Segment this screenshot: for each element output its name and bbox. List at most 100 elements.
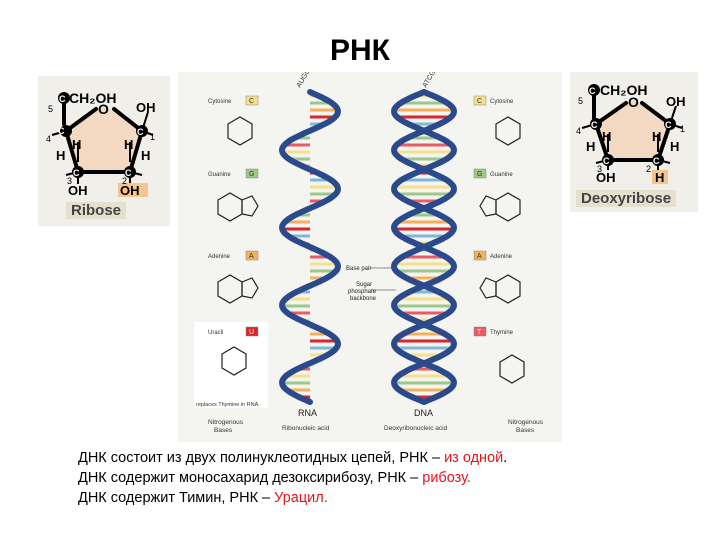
left-base-adenine: Adenine A	[208, 250, 259, 304]
right-base-thymine-swatch	[473, 326, 487, 337]
ribose-structure: CH₂OH O OH C C C C C H H H H OH OH 5 4 3…	[46, 90, 156, 198]
dna-label: DNA	[414, 408, 433, 418]
ribose-h-c4: H	[72, 137, 81, 152]
backbone-strand	[279, 89, 341, 405]
right-base-adenine-swatch	[473, 250, 487, 261]
base-pair-label: Base pair	[346, 266, 371, 272]
guanine-ring-icon	[241, 195, 259, 217]
rna-helix	[279, 89, 341, 405]
left-base-uracil: Uracil U replaces Thymine in RNA	[194, 322, 268, 408]
line-3-red: Урацил.	[274, 490, 328, 506]
deoxyribose-ring	[596, 100, 670, 160]
rna-label: RNA	[298, 408, 317, 418]
adenine-ring-icon	[241, 277, 259, 299]
ribose-num-2: 2	[122, 176, 127, 186]
left-base-uracil-letter: U	[249, 329, 254, 336]
ribose-label: Ribose	[66, 202, 127, 219]
deoxyribose-num-5: 5	[578, 96, 583, 106]
deoxyribose-c4: C	[591, 120, 598, 130]
deoxyribose-c3: C	[603, 156, 610, 166]
right-guanine-ring-icon	[479, 195, 497, 217]
right-adenine-ring-icon	[479, 277, 497, 299]
right-base-thymine-name: Thymine	[490, 330, 514, 336]
ribose-num-3: 3	[67, 176, 72, 186]
deoxyribose-c2: C	[653, 156, 660, 166]
deoxyribose-num-3: 3	[597, 164, 602, 174]
deoxyribose-2-h-highlight	[652, 170, 668, 184]
comparison-line-1: ДНК состоит из двух полинуклеотидных цеп…	[78, 448, 698, 468]
right-footer-line-1: Nitrogenous	[508, 419, 544, 426]
ribose-c5: C	[59, 94, 66, 104]
right-base-adenine-letter: A	[477, 253, 482, 260]
ribose-c4: C	[58, 126, 65, 136]
right-base-adenine-name: Adenine	[490, 254, 513, 260]
uracil-highlight-box	[194, 322, 268, 408]
deoxyribose-h-c2: H	[670, 139, 679, 154]
deoxyribose-structure: CH₂OH O OH C C C C C H H H H OH H 5 4 3 …	[576, 82, 686, 185]
left-base-cytosine: Cytosine C	[208, 95, 259, 146]
left-base-guanine-name: Guanine	[208, 172, 231, 178]
right-base-thymine: T Thymine	[473, 326, 525, 384]
rna-sublabel: Ribonucleic acid	[282, 425, 330, 432]
comparison-text: ДНК состоит из двух полинуклеотидных цеп…	[78, 448, 698, 508]
backbone-label-3: backbone	[350, 296, 377, 302]
comparison-line-2: ДНК содержит моносахарид дезоксирибозу, …	[78, 468, 698, 488]
right-cytosine-molecule-icon	[495, 116, 521, 146]
right-base-guanine-letter: G	[477, 171, 482, 178]
right-base-cytosine-swatch	[473, 95, 487, 106]
left-base-adenine-name: Adenine	[208, 254, 231, 260]
deoxyribose-ring-oxygen: O	[628, 94, 639, 110]
right-base-cytosine: C Cytosine	[473, 95, 521, 146]
deoxyribose-h-c1: H	[652, 129, 661, 144]
left-base-adenine-swatch	[245, 250, 259, 261]
backbone-label-2: phosphate	[348, 289, 377, 295]
ribose-c2: C	[125, 168, 132, 178]
deoxyribose-oh-3: OH	[596, 170, 616, 185]
right-bases-column: C Cytosine G Guanine A Adenine T Thymine…	[473, 95, 544, 434]
right-base-guanine: G Guanine	[473, 168, 521, 222]
ribose-ring-oxygen: O	[98, 101, 109, 117]
ribose-num-4: 4	[46, 134, 51, 144]
ribose-oh-1: OH	[136, 100, 156, 115]
right-base-cytosine-name: Cytosine	[490, 99, 514, 105]
page-title: РНК	[330, 34, 390, 67]
left-base-uracil-name: Uracil	[208, 330, 223, 336]
rna-dna-diagram: Cytosine C Guanine G Adenine A Uracil U …	[178, 72, 562, 442]
line-2-black: ДНК содержит моносахарид дезоксирибозу, …	[78, 470, 423, 486]
deoxyribose-oh-1: OH	[666, 94, 686, 109]
comparison-line-3: ДНК содержит Тимин, РНК – Урацил.	[78, 488, 698, 508]
right-base-adenine: A Adenine	[473, 250, 521, 304]
right-base-thymine-letter: T	[477, 329, 482, 336]
right-base-guanine-name: Guanine	[490, 172, 513, 178]
ribose-h-c2: H	[141, 148, 150, 163]
deoxyribose-num-2: 2	[646, 164, 651, 174]
deoxyribose-h-c3: H	[586, 139, 595, 154]
uracil-molecule-icon	[221, 346, 247, 376]
ribose-h-c3: H	[56, 148, 65, 163]
right-base-guanine-swatch	[473, 168, 487, 179]
left-bases-column: Cytosine C Guanine G Adenine A Uracil U …	[194, 95, 268, 434]
line-1-black: ДНК состоит из двух полинуклеотидных цеп…	[78, 450, 445, 466]
left-base-uracil-swatch	[245, 326, 259, 337]
deoxyribose-label: Deoxyribose	[576, 190, 677, 207]
left-base-guanine: Guanine G	[208, 168, 259, 222]
ribose-h-c1: H	[124, 137, 133, 152]
dna-helix	[391, 89, 457, 405]
dna-sublabel: Deoxyribonucleic acid	[384, 425, 448, 432]
left-base-cytosine-letter: C	[249, 98, 254, 105]
left-base-cytosine-name: Cytosine	[208, 99, 232, 105]
ribose-ch2oh: CH₂OH	[69, 90, 116, 106]
ribose-num-5: 5	[48, 104, 53, 114]
line-2-red: рибозу.	[422, 470, 471, 486]
deoxyribose-c5: C	[589, 86, 596, 96]
ribose-c3: C	[73, 168, 80, 178]
deoxyribose-c1: C	[665, 120, 672, 130]
cytosine-molecule-icon	[227, 116, 253, 146]
deoxyribose-ch2oh: CH₂OH	[600, 82, 647, 98]
right-footer-line-2: Bases	[516, 427, 535, 434]
deoxyribose-h-2: H	[655, 170, 664, 185]
deoxyribose-num-1: 1	[680, 124, 685, 134]
left-footer-line-1: Nitrogenous	[208, 419, 244, 426]
ribose-num-1: 1	[150, 132, 155, 142]
ribose-c1: C	[137, 127, 144, 137]
